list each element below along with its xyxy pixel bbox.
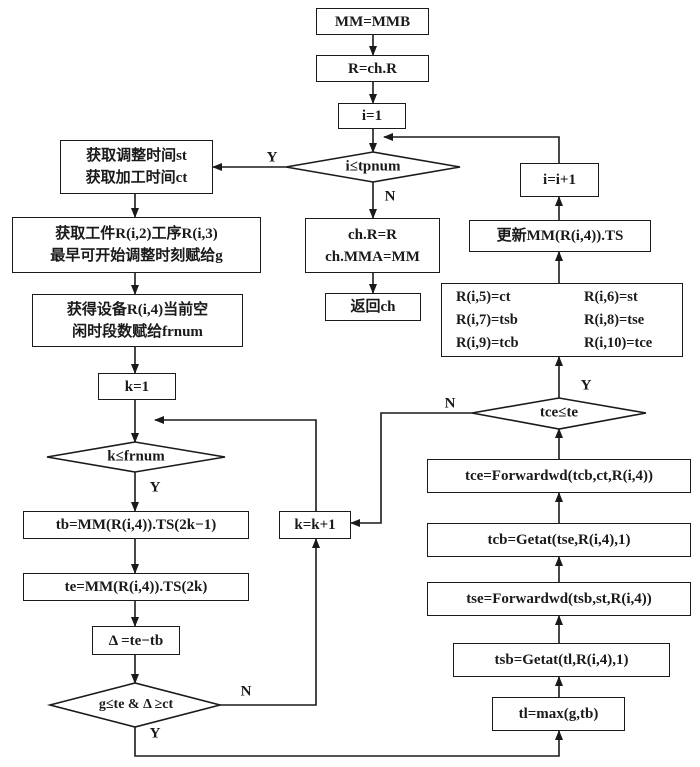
process-k-init: k=1 (98, 373, 176, 400)
r-assign-item: R(i,9)=tcb (456, 334, 519, 351)
process-tl-assign-text: tl=max(g,tb) (518, 706, 599, 722)
r-assign-item: R(i,5)=ct (456, 288, 511, 305)
process-tsb-assign-text: tsb=Getat(tl,R(i,4),1) (494, 652, 629, 668)
process-te-assign: te=MM(R(i,4)).TS(2k) (23, 573, 249, 601)
process-update-ts-text: 更新MM(R(i,4)).TS (496, 228, 624, 244)
process-tsb-assign: tsb=Getat(tl,R(i,4),1) (453, 643, 670, 677)
process-mm-init: MM=MMB (316, 8, 429, 35)
decision-i-le-tpnum (285, 151, 461, 183)
process-te-assign-text: te=MM(R(i,4)).TS(2k) (64, 579, 208, 595)
process-ch-assign: ch.R=R ch.MMA=MM (305, 218, 440, 273)
process-k-inc-text: k=k+1 (294, 517, 336, 533)
process-get-g: 获取工件R(i,2)工序R(i,3) 最早可开始调整时刻赋给g (12, 217, 261, 273)
r-assign-item: R(i,8)=tse (584, 311, 645, 328)
edge-cond-tce-no (350, 412, 472, 527)
decision-g-text: g≤te & Δ ≥ct (98, 697, 174, 712)
process-k-init-text: k=1 (124, 378, 150, 395)
label-cond-i-no: N (384, 188, 396, 205)
process-get-frnum: 获得设备R(i,4)当前空 闲时段数赋给frnum (32, 294, 243, 347)
terminal-return-ch-text: 返回ch (350, 299, 396, 315)
edge-cond-g-no (220, 538, 320, 706)
process-tse-assign-text: tse=Forwardwd(tsb,st,R(i,4)) (466, 591, 652, 607)
r-assign-grid: R(i,5)=ct R(i,6)=st R(i,7)=tsb R(i,8)=ts… (442, 286, 682, 355)
label-cond-k-yes: Y (149, 479, 161, 496)
process-get-ct-text: 获取加工时间ct (85, 170, 188, 186)
process-ch-mma-text: ch.MMA=MM (325, 248, 420, 265)
process-get-g-line2: 最早可开始调整时刻赋给g (50, 248, 223, 264)
r-assign-item: R(i,7)=tsb (456, 311, 518, 328)
decision-i-text: i≤tpnum (345, 158, 401, 175)
decision-k-text: k≤frnum (107, 448, 165, 465)
decision-tce-text: tce≤te (539, 404, 579, 421)
process-tce-assign: tce=Forwardwd(tcb,ct,R(i,4)) (427, 459, 691, 493)
process-i-init: i=1 (338, 103, 406, 129)
process-tcb-assign: tcb=Getat(tse,R(i,4),1) (427, 523, 691, 557)
process-get-st-text: 获取调整时间st (86, 148, 187, 164)
process-get-g-line1: 获取工件R(i,2)工序R(i,3) (55, 226, 218, 242)
process-tb-assign-text: tb=MM(R(i,4)).TS(2k−1) (55, 517, 217, 533)
process-i-init-text: i=1 (361, 108, 383, 124)
label-cond-tce-yes: Y (580, 377, 592, 394)
process-r-init: R=ch.R (316, 55, 429, 82)
process-get-frnum-line1: 获得设备R(i,4)当前空 (66, 301, 209, 318)
label-cond-g-no: N (240, 683, 252, 700)
terminal-return-ch: 返回ch (325, 293, 421, 321)
process-tb-assign: tb=MM(R(i,4)).TS(2k−1) (23, 511, 249, 539)
process-tcb-assign-text: tcb=Getat(tse,R(i,4),1) (487, 532, 631, 548)
process-r-init-text: R=ch.R (348, 60, 397, 77)
process-update-ts: 更新MM(R(i,4)).TS (469, 220, 651, 252)
process-i-inc: i=i+1 (520, 163, 599, 197)
label-cond-g-yes: Y (149, 725, 161, 742)
edge-iinc-loop (383, 133, 560, 163)
label-cond-tce-no: N (444, 395, 456, 412)
r-assign-item: R(i,6)=st (584, 288, 638, 305)
process-mm-init-text: MM=MMB (334, 13, 411, 30)
process-delta-assign: Δ =te−tb (92, 626, 180, 655)
process-k-inc: k=k+1 (279, 511, 351, 539)
edge-cond-g-yes (134, 727, 563, 757)
process-tce-assign-text: tce=Forwardwd(tcb,ct,R(i,4)) (464, 468, 654, 484)
r-assign-item: R(i,10)=tce (584, 334, 653, 351)
edge-kinc-loop (154, 416, 317, 511)
process-delta-assign-text: Δ =te−tb (108, 632, 164, 649)
decision-tce-le-te (471, 397, 647, 430)
process-get-times: 获取调整时间st 获取加工时间ct (60, 140, 213, 194)
label-cond-i-yes: Y (266, 149, 278, 166)
decision-k-le-frnum (46, 441, 226, 473)
process-tse-assign: tse=Forwardwd(tsb,st,R(i,4)) (427, 582, 691, 616)
process-i-inc-text: i=i+1 (543, 172, 576, 188)
process-ch-r-text: ch.R=R (348, 226, 397, 243)
process-get-frnum-line2: 闲时段数赋给frnum (72, 323, 203, 340)
process-tl-assign: tl=max(g,tb) (492, 697, 625, 731)
decision-g-le-te-and-delta-ge-ct (46, 682, 224, 728)
process-r-assign: R(i,5)=ct R(i,6)=st R(i,7)=tsb R(i,8)=ts… (441, 283, 683, 357)
